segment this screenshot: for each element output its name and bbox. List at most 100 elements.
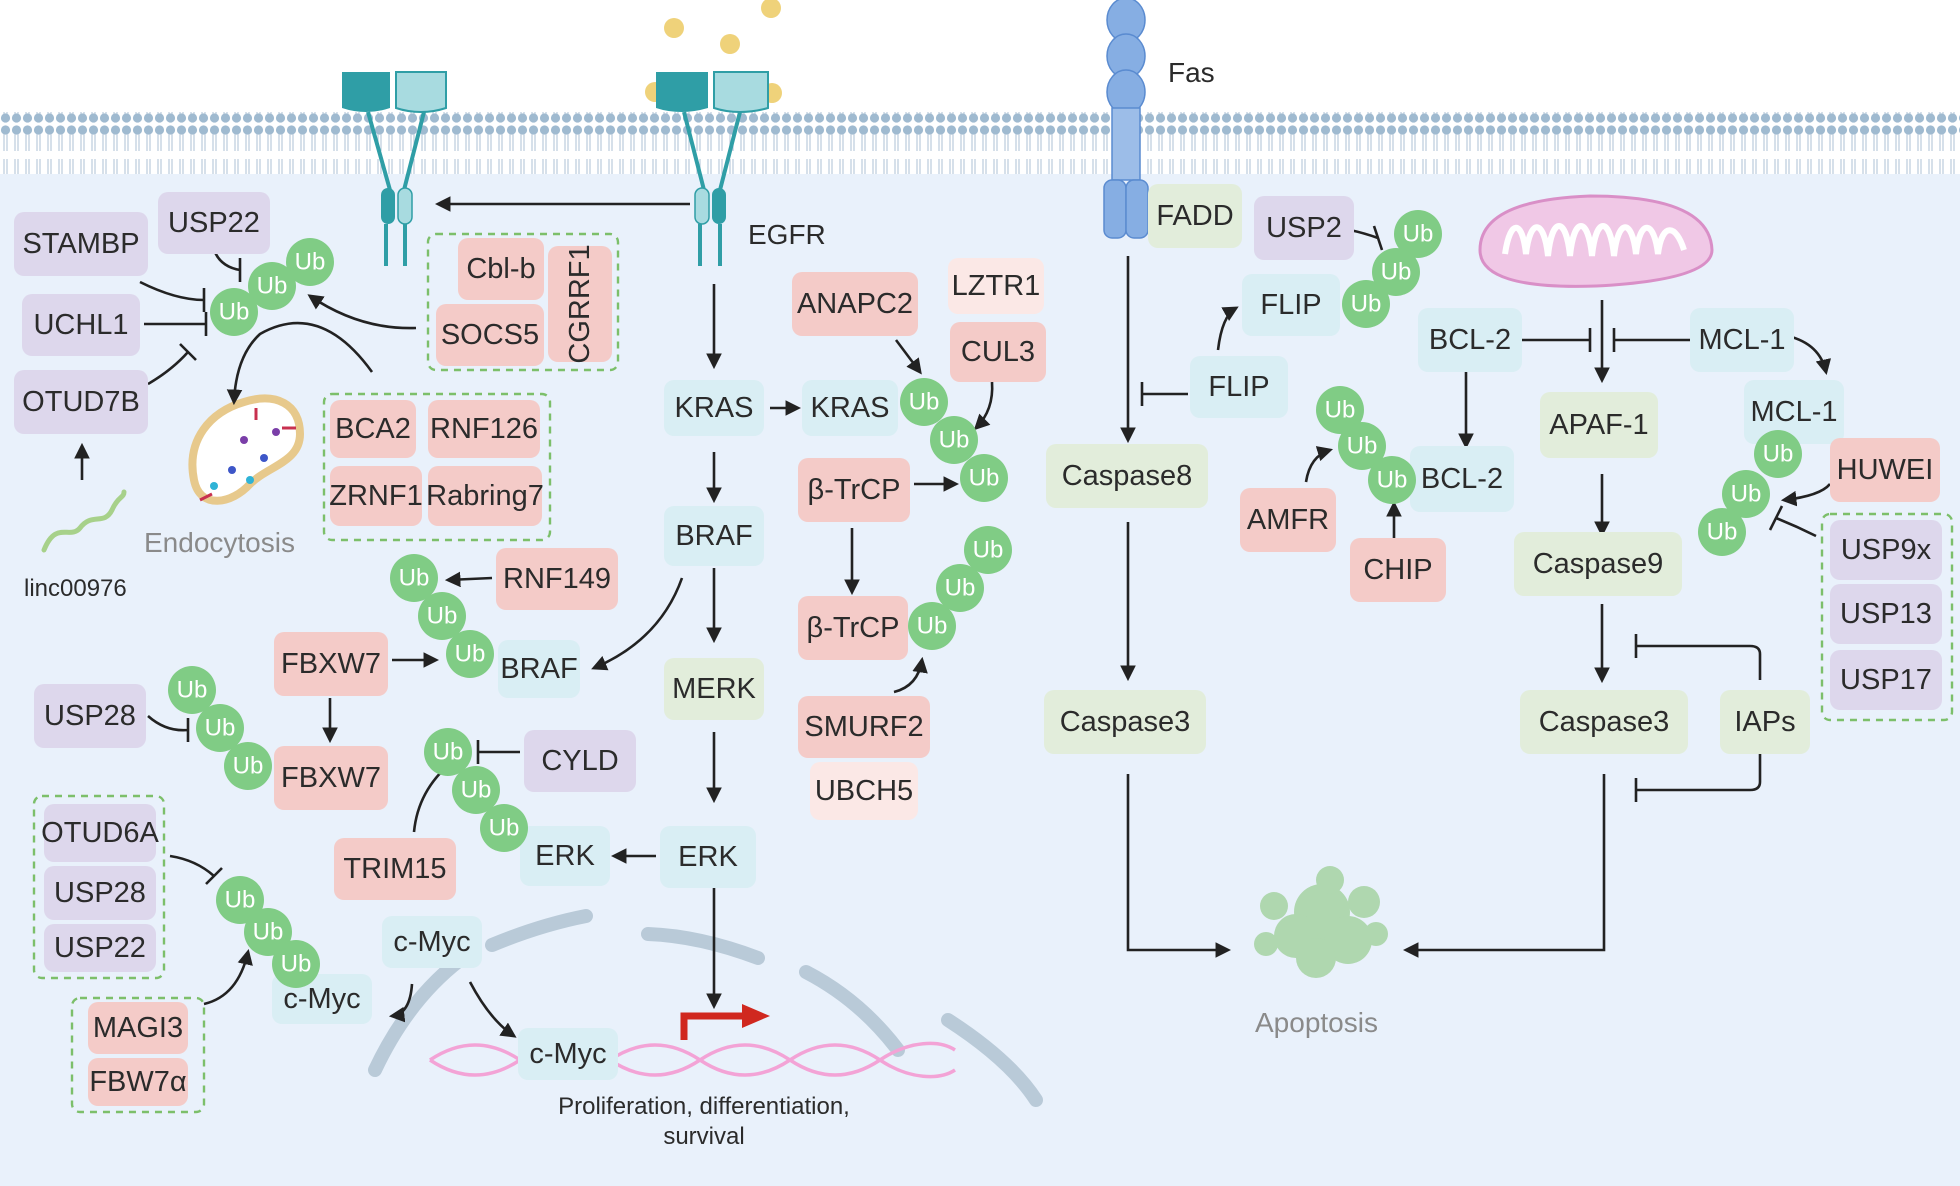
node-label: BCA2 — [335, 413, 411, 445]
node-fbxw7-b: FBXW7 — [274, 746, 388, 810]
ub-label: Ub — [1707, 519, 1738, 546]
ub-label: Ub — [233, 753, 264, 780]
node-label: FBW7α — [89, 1066, 186, 1098]
cell-membrane — [0, 112, 1960, 174]
node-label: UCHL1 — [33, 309, 128, 341]
node-label: UBCH5 — [815, 775, 913, 807]
node-label: USP13 — [1840, 598, 1932, 630]
ubiquitin-icon: Ub — [1316, 386, 1364, 434]
node-rnf126: RNF126 — [428, 400, 540, 458]
ub-label: Ub — [1351, 291, 1382, 318]
ubiquitin-icon: Ub — [196, 704, 244, 752]
node-label: FLIP — [1208, 371, 1269, 403]
ubiquitin-chains: UbUbUbUbUbUbUbUbUbUbUbUbUbUbUbUbUbUbUbUb… — [168, 210, 1802, 988]
ubiquitin-icon: Ub — [244, 908, 292, 956]
node-otud6a: OTUD6A — [41, 804, 159, 862]
node-label: SOCS5 — [441, 319, 539, 351]
ubiquitin-icon: Ub — [1372, 248, 1420, 296]
ub-label: Ub — [461, 777, 492, 804]
dub-group-otud6a — [32, 794, 166, 980]
rna-strand-icon — [41, 489, 127, 553]
node-btrcp-a: β-TrCP — [798, 458, 910, 522]
ubiquitin-icon: Ub — [446, 630, 494, 678]
node-usp28-mid: USP28 — [34, 684, 146, 748]
node-label: USP17 — [1840, 664, 1932, 696]
fas-label: Fas — [1168, 57, 1215, 88]
node-label: BRAF — [675, 520, 752, 552]
node-kras-ub: KRAS — [802, 380, 898, 436]
node-label: BCL-2 — [1429, 324, 1511, 356]
node-label: KRAS — [675, 392, 754, 424]
cyld-inhibits-ub — [476, 740, 520, 764]
ub-label: Ub — [219, 299, 250, 326]
node-zrnf1: ZRNF1 — [329, 466, 423, 526]
usp28-inhibits-ub — [147, 715, 190, 742]
cgrrf1-to-ub-arrow — [307, 294, 417, 330]
fas-receptor-icon — [1103, 0, 1149, 239]
ub-label: Ub — [1731, 481, 1762, 508]
ub-label: Ub — [1377, 467, 1408, 494]
node-braf: BRAF — [664, 506, 764, 566]
caspase3-to-apoptosis-right — [1402, 774, 1606, 958]
ub-label: Ub — [969, 465, 1000, 492]
node-label: c-Myc — [393, 926, 470, 958]
node-label: CHIP — [1363, 554, 1432, 586]
node-mcl1-ub: MCL-1 — [1744, 380, 1844, 444]
node-bcl2: BCL-2 — [1418, 308, 1522, 372]
node-label: USP2 — [1266, 212, 1342, 244]
ubiquitin-icon: Ub — [1698, 508, 1746, 556]
ub-label: Ub — [909, 389, 940, 416]
ubiquitin-icon: Ub — [286, 238, 334, 286]
node-anapc2: ANAPC2 — [792, 272, 918, 336]
node-label: Cbl-b — [466, 253, 535, 285]
ub-label: Ub — [973, 537, 1004, 564]
node-trim15: TRIM15 — [334, 838, 456, 900]
node-label: OTUD6A — [41, 817, 159, 849]
node-label: USP28 — [44, 700, 136, 732]
e3-group-cbl — [426, 232, 620, 372]
ubiquitin-icon: Ub — [930, 416, 978, 464]
node-kras: KRAS — [664, 380, 764, 436]
node-apaf1: APAF-1 — [1540, 392, 1658, 458]
node-smurf2: SMURF2 — [798, 696, 930, 758]
node-label: USP28 — [54, 877, 146, 909]
ubiquitin-icon: Ub — [390, 554, 438, 602]
ubiquitin-icon: Ub — [424, 728, 472, 776]
node-label: β-TrCP — [808, 474, 901, 506]
node-label: CYLD — [541, 745, 618, 777]
otud6a-inhibits-ub — [169, 854, 223, 885]
node-amfr: AMFR — [1240, 488, 1336, 552]
node-usp13: USP13 — [1830, 584, 1942, 644]
node-label: STAMBP — [22, 228, 139, 260]
cul3-to-kras-ub-arrow — [973, 381, 994, 431]
ubiquitin-icon: Ub — [480, 804, 528, 852]
node-label: MCL-1 — [1698, 324, 1785, 356]
ub-label: Ub — [427, 603, 458, 630]
ubiquitin-icon: Ub — [1754, 430, 1802, 478]
ubiquitin-icon: Ub — [960, 454, 1008, 502]
ubiquitin-icon: Ub — [210, 288, 258, 336]
node-label: RNF149 — [503, 563, 611, 595]
node-label: c-Myc — [283, 983, 360, 1015]
node-cul3: CUL3 — [950, 322, 1046, 382]
iaps-inhibits-caspase9-3 — [1634, 634, 1762, 680]
ub-label: Ub — [253, 919, 284, 946]
extracellular-space — [0, 0, 1960, 112]
smurf2-to-ub-arrow — [893, 656, 928, 694]
node-bca2: BCA2 — [330, 400, 416, 458]
ubiquitin-icon: Ub — [936, 564, 984, 612]
node-lztr1: LZTR1 — [948, 258, 1044, 314]
node-label: FBXW7 — [281, 762, 381, 794]
node-label: FLIP — [1260, 289, 1321, 321]
e3-group-magi3 — [70, 996, 206, 1114]
ub-label: Ub — [1403, 221, 1434, 248]
node-fbw7a: FBW7α — [88, 1058, 188, 1106]
node-fbxw7-a: FBXW7 — [274, 632, 388, 696]
node-label: c-Myc — [529, 1038, 606, 1070]
node-usp28-low: USP28 — [44, 866, 156, 920]
e3-group-bca2 — [322, 392, 552, 542]
node-cyld: CYLD — [524, 730, 636, 792]
node-label: KRAS — [811, 392, 890, 424]
cmyc-to-cmyc-ub-arrow — [388, 983, 414, 1023]
